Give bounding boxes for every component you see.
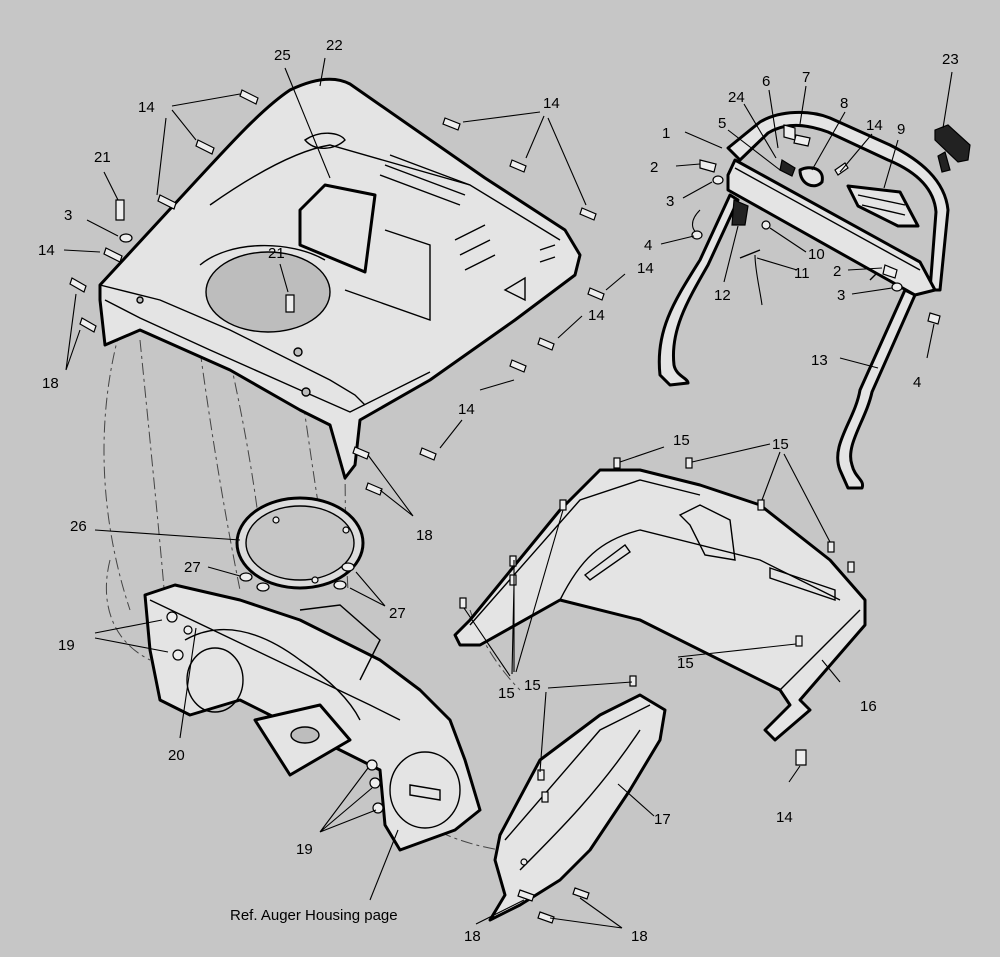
label-15: 15 <box>677 655 694 672</box>
label-21: 21 <box>94 149 111 166</box>
label-9: 9 <box>897 121 905 138</box>
part-20-frame <box>143 583 482 852</box>
label-8: 8 <box>840 95 848 112</box>
label-3: 3 <box>64 207 72 224</box>
label-14: 14 <box>138 99 155 116</box>
label-20: 20 <box>168 747 185 764</box>
label-6: 6 <box>762 73 770 90</box>
label-15: 15 <box>673 432 690 449</box>
label-24: 24 <box>728 89 745 106</box>
label-ref-auger-housing: Ref. Auger Housing page <box>230 907 398 924</box>
label-2: 2 <box>833 263 841 280</box>
part-1-panel <box>726 158 937 297</box>
leader-lines <box>63 57 953 929</box>
label-14: 14 <box>637 260 654 277</box>
label-14: 14 <box>458 401 475 418</box>
label-21: 21 <box>268 245 285 262</box>
part-27-washers <box>239 562 355 592</box>
label-12: 12 <box>714 287 731 304</box>
callout-labels: 22 25 14 14 21 3 14 21 18 14 14 14 18 26… <box>38 37 959 945</box>
label-4: 4 <box>913 374 921 391</box>
part-22-shroud <box>98 77 582 480</box>
label-17: 17 <box>654 811 671 828</box>
label-25: 25 <box>274 47 291 64</box>
label-23: 23 <box>942 51 959 68</box>
label-14: 14 <box>866 117 883 134</box>
label-3: 3 <box>666 193 674 210</box>
label-27: 27 <box>389 605 406 622</box>
label-13: 13 <box>811 352 828 369</box>
label-15: 15 <box>498 685 515 702</box>
fasteners <box>69 89 855 924</box>
label-18: 18 <box>42 375 59 392</box>
label-14: 14 <box>543 95 560 112</box>
label-11: 11 <box>794 265 810 282</box>
label-5: 5 <box>718 115 726 132</box>
label-19: 19 <box>296 841 313 858</box>
label-7: 7 <box>802 69 810 86</box>
label-4: 4 <box>644 237 652 254</box>
label-18: 18 <box>631 928 648 945</box>
part-26-ring <box>235 496 365 590</box>
label-27: 27 <box>184 559 201 576</box>
label-18: 18 <box>464 928 481 945</box>
label-15: 15 <box>524 677 541 694</box>
label-2: 2 <box>650 159 658 176</box>
label-18: 18 <box>416 527 433 544</box>
label-14: 14 <box>776 809 793 826</box>
part-23-grip <box>934 124 971 173</box>
handle-hardware <box>691 124 941 325</box>
label-10: 10 <box>808 246 825 263</box>
part-16-side-panel <box>453 468 867 742</box>
part-17-panel <box>488 693 667 922</box>
label-22: 22 <box>326 37 343 54</box>
label-26: 26 <box>70 518 87 535</box>
label-1: 1 <box>662 125 670 142</box>
label-19: 19 <box>58 637 75 654</box>
label-14: 14 <box>38 242 55 259</box>
label-15: 15 <box>772 436 789 453</box>
label-14: 14 <box>588 307 605 324</box>
label-3: 3 <box>837 287 845 304</box>
label-16: 16 <box>860 698 877 715</box>
